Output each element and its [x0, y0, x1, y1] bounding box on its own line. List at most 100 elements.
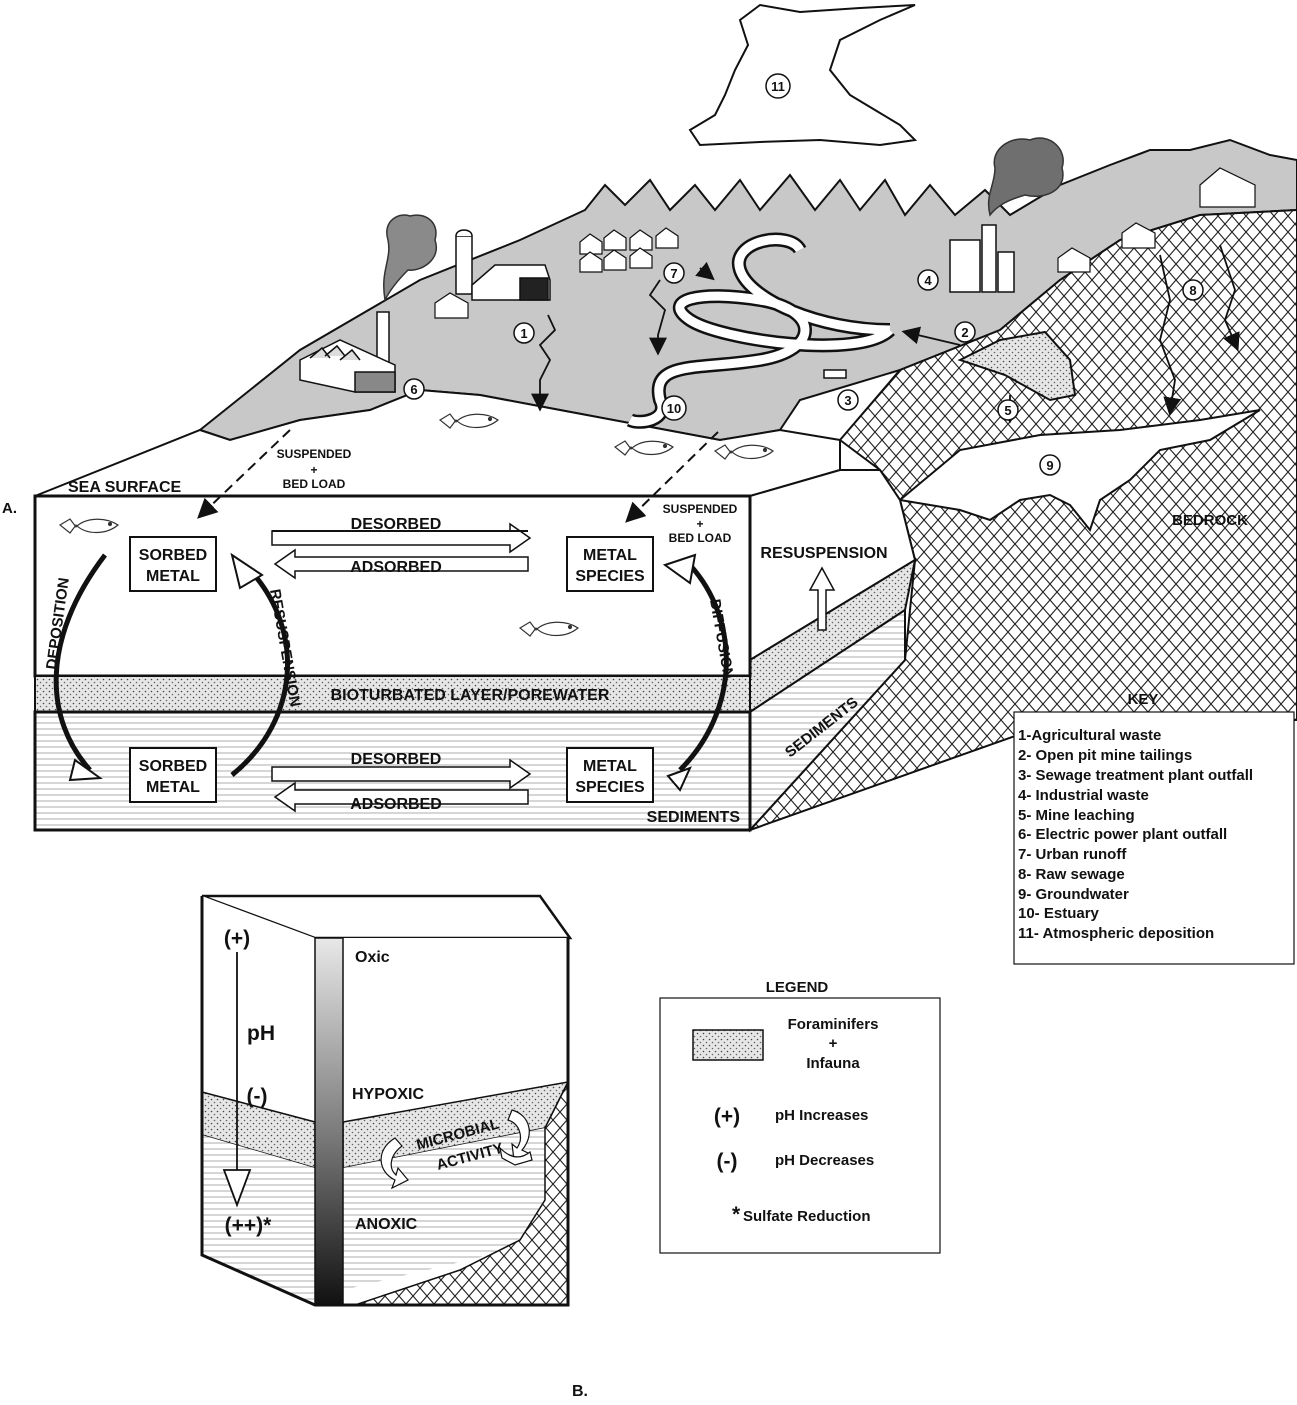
exchange-arrows-bottom — [271, 758, 532, 813]
column-plusplus: (++)* — [225, 1214, 273, 1237]
key-box — [1013, 711, 1295, 965]
key-item: 9- Groundwater — [1018, 886, 1129, 903]
column-right-sediment — [343, 1128, 545, 1290]
column-minus: (-) — [247, 1085, 268, 1108]
source-flow-arrows — [531, 244, 1240, 424]
sorbed-metal-box-top — [129, 536, 217, 592]
farm-barn-icon — [455, 229, 551, 301]
metal-species-box-bottom — [566, 747, 654, 803]
svg-text:+: + — [310, 463, 317, 477]
key-item: 11- Atmospheric deposition — [1018, 925, 1214, 942]
svg-text:SUSPENDED: SUSPENDED — [663, 502, 738, 516]
bedrock-label: BEDROCK — [1172, 512, 1248, 529]
industrial-plant-icon — [949, 224, 1015, 293]
power-plant-icon — [299, 311, 396, 393]
column-ph: pH — [247, 1022, 275, 1045]
column-oxic: Oxic — [355, 949, 390, 966]
atmospheric-cloud — [688, 3, 918, 147]
adsorbed-bottom: ADSORBED — [350, 796, 442, 813]
ph-arrow-head — [222, 1169, 252, 1208]
source-number-8: 8 — [1189, 283, 1196, 298]
metal-species-box-top — [566, 536, 654, 592]
key-list: 1-Agricultural waste 2- Open pit mine ta… — [1018, 727, 1253, 942]
sea-surface-area — [34, 388, 841, 497]
resuspension-side-arrow — [808, 566, 836, 631]
legend-foram-line2: + — [829, 1035, 838, 1052]
legend-asterisk-text: Sulfate Reduction — [743, 1208, 871, 1225]
suspended-bed-load-top: SUSPENDED + BED LOAD — [277, 447, 352, 491]
house-icon — [434, 167, 1256, 319]
legend-plus-text: pH Increases — [775, 1107, 868, 1124]
key-item: 3- Sewage treatment plant outfall — [1018, 767, 1253, 784]
key-item: 1-Agricultural waste — [1018, 727, 1161, 744]
source-number-11: 11 — [771, 79, 785, 94]
mine-tailings — [957, 330, 1077, 402]
source-number-6: 6 — [410, 382, 417, 397]
panel-b-label: B. — [572, 1383, 588, 1400]
panel-a: A. SEA SURFACE SUSPENDED + BED LOAD SUSP… — [2, 3, 1297, 833]
legend-plus-symbol: (+) — [714, 1105, 740, 1128]
key-item: 5- Mine leaching — [1018, 807, 1135, 824]
legend-panel: LEGEND Foraminifers + Infauna (+) pH Inc… — [659, 979, 941, 1254]
redox-gradient-bar — [314, 937, 344, 1306]
svg-text:BED LOAD: BED LOAD — [283, 477, 346, 491]
source-number-labels: 1 2 3 4 5 6 7 8 9 10 11 — [410, 79, 1196, 473]
metal-species-bottom-line2: SPECIES — [575, 779, 645, 796]
metal-species-bottom-line1: METAL — [583, 758, 637, 775]
source-number-10: 10 — [667, 401, 681, 416]
adsorbed-top: ADSORBED — [350, 559, 442, 576]
key-item: 4- Industrial waste — [1018, 787, 1149, 804]
column-right-water — [343, 938, 568, 1122]
sorbed-metal-bottom-line2: METAL — [146, 779, 200, 796]
suspended-bed-load-right: SUSPENDED + BED LOAD — [663, 502, 738, 545]
legend-foram-swatch — [692, 1029, 764, 1061]
legend-title: LEGEND — [766, 979, 829, 996]
sorbed-metal-box-bottom — [129, 747, 217, 803]
metal-species-top-line2: SPECIES — [575, 568, 645, 585]
industrial-smoke — [987, 137, 1064, 217]
source-number-3: 3 — [844, 393, 851, 408]
source-number-1: 1 — [520, 326, 527, 341]
legend-asterisk: * — [732, 1203, 741, 1226]
panel-a-label: A. — [2, 500, 17, 517]
groundwater-channel — [897, 409, 1261, 533]
source-number-7: 7 — [670, 266, 677, 281]
sorbed-metal-bottom-line1: SORBED — [139, 758, 207, 775]
deposition-arrowhead — [68, 758, 103, 782]
column-outline — [200, 896, 570, 1307]
exchange-arrows-top — [271, 522, 532, 580]
diffusion-arrow-up — [678, 563, 729, 772]
sewage-plant-icon — [823, 369, 847, 379]
legend-foram-line3: Infauna — [806, 1055, 860, 1072]
metal-species-top-line1: METAL — [583, 547, 637, 564]
diffusion-arrowhead — [662, 553, 697, 585]
bioturbated-label: BIOTURBATED LAYER/POREWATER — [331, 687, 610, 704]
panel-b: (+) pH (-) (++)* Oxic HYPOXIC ANOXIC MIC… — [200, 894, 588, 1400]
svg-text:+: + — [696, 517, 703, 531]
key-item: 7- Urban runoff — [1018, 846, 1127, 863]
sediments-front-label: SEDIMENTS — [647, 809, 741, 826]
source-number-5: 5 — [1004, 403, 1011, 418]
load-arrow-left — [197, 429, 291, 519]
load-arrow-right — [625, 431, 719, 523]
source-number-9: 9 — [1046, 458, 1053, 473]
column-plus: (+) — [224, 927, 250, 950]
deposition-arrow — [53, 553, 107, 772]
key-item: 8- Raw sewage — [1018, 866, 1125, 883]
sea-surface-label: SEA SURFACE — [68, 479, 182, 496]
legend-minus-symbol: (-) — [717, 1150, 738, 1173]
key-title: KEY — [1128, 691, 1159, 708]
sorbed-metal-top-line1: SORBED — [139, 547, 207, 564]
key-item: 6- Electric power plant outfall — [1018, 826, 1227, 843]
resuspension-curve-arrowhead — [230, 552, 264, 590]
legend-foram-line1: Foraminifers — [788, 1016, 879, 1033]
power-plant-smoke — [383, 214, 438, 303]
svg-text:SUSPENDED: SUSPENDED — [277, 447, 352, 461]
key-panel: KEY 1-Agricultural waste 2- Open pit min… — [1013, 691, 1295, 965]
source-number-4: 4 — [924, 273, 932, 288]
sorbed-metal-top-line2: METAL — [146, 568, 200, 585]
source-number-markers — [403, 73, 1204, 476]
microbial-cycle-arrows — [380, 1109, 533, 1190]
column-hypoxic: HYPOXIC — [352, 1086, 424, 1103]
